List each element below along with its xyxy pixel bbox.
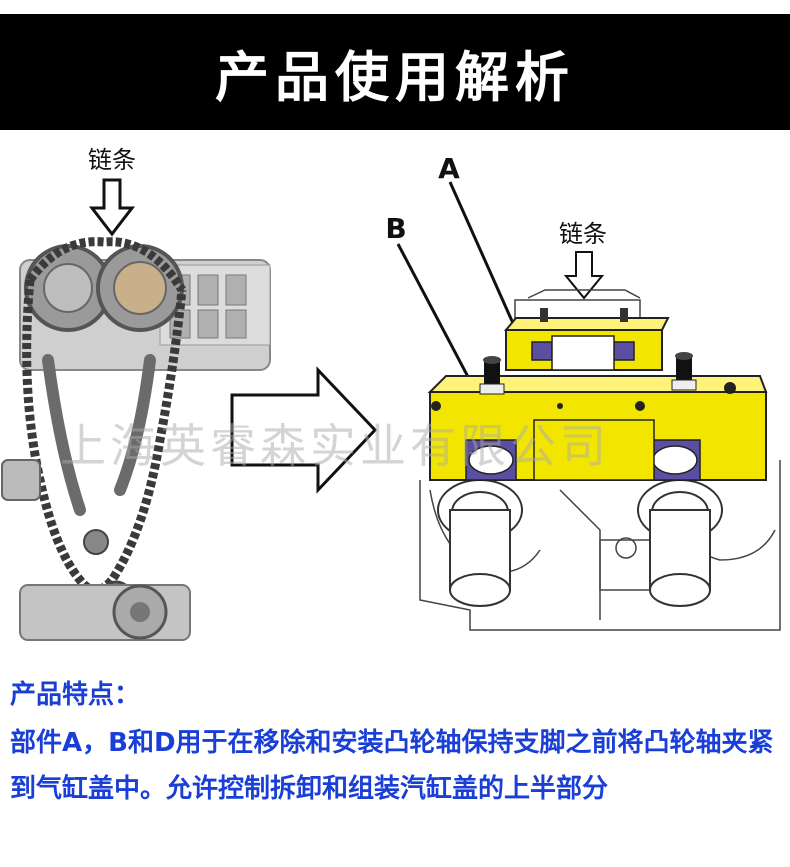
clamp-part-b-d bbox=[427, 375, 768, 481]
top-strip bbox=[0, 0, 790, 14]
engine-chain-figure: 链条 bbox=[1, 146, 271, 641]
down-arrow-icon-right bbox=[563, 251, 605, 300]
down-arrow-icon-left bbox=[88, 178, 136, 237]
part-label-a: A bbox=[438, 152, 460, 185]
features-description: 部件A，B和D用于在移除和安装凸轮轴保持支脚之前将凸轮轴夹紧到气缸盖中。允许控制… bbox=[10, 728, 774, 804]
chain-label-left: 链条 bbox=[88, 146, 136, 174]
company-watermark: 上海英睿森实业有限公司 bbox=[60, 419, 610, 473]
chain-label-right: 链条 bbox=[559, 220, 607, 248]
usage-diagram: 链条 A B 链条 bbox=[1, 146, 781, 641]
features-title: 产品特点： bbox=[10, 680, 141, 710]
bolt-left bbox=[479, 356, 505, 395]
bolt-right bbox=[671, 352, 697, 391]
camshaft-clamp-figure: A B 链条 bbox=[385, 152, 781, 631]
part-label-b: B bbox=[385, 212, 406, 245]
page-title: 产品使用解析 bbox=[215, 45, 575, 109]
product-features: 产品特点： 部件A，B和D用于在移除和安装凸轮轴保持支脚之前将凸轮轴夹紧到气缸盖… bbox=[10, 678, 785, 812]
header-banner: 产品使用解析 bbox=[0, 14, 790, 130]
right-arrow-icon bbox=[230, 366, 378, 494]
clamp-part-a bbox=[503, 308, 670, 371]
